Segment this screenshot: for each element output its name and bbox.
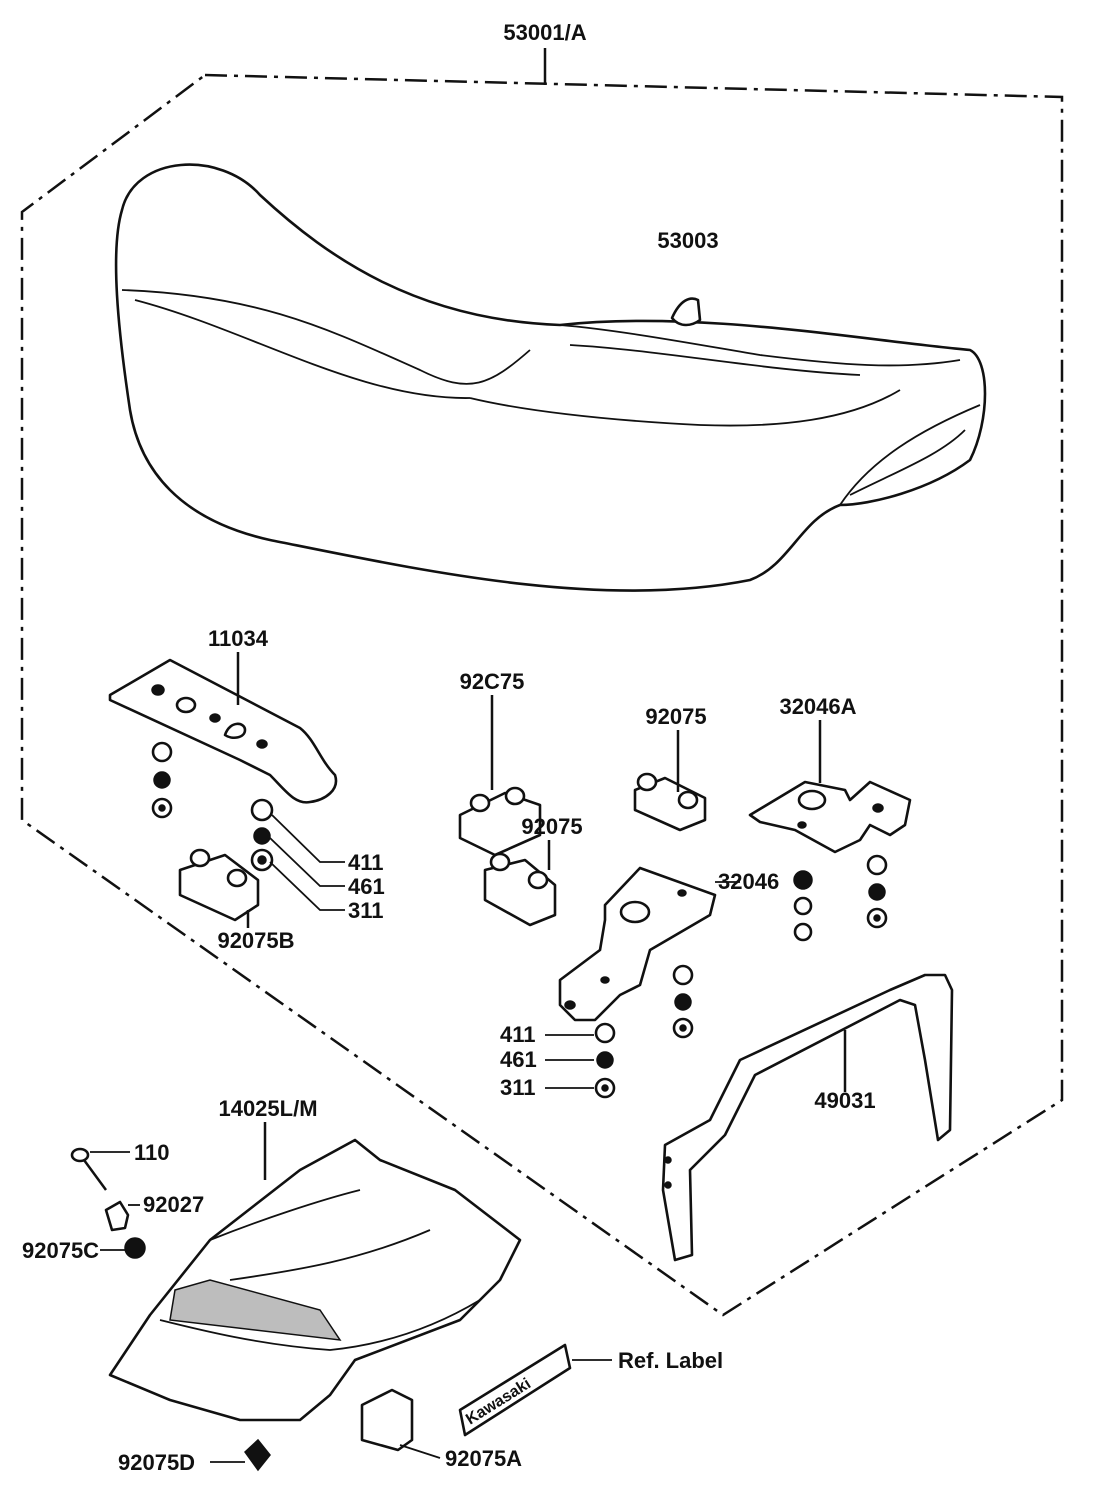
assembly-boundary: [20, 48, 1064, 1317]
label-311-upper: 311: [348, 898, 384, 923]
bracket-32046: [558, 866, 813, 1039]
label-411-upper: 411: [348, 850, 384, 875]
label-461-lower: 461: [500, 1047, 537, 1072]
damper-92c75: [458, 695, 542, 857]
label-32046a: 32046A: [779, 694, 856, 719]
hardware-stack-lower: [545, 1022, 616, 1099]
seat-cover: [114, 163, 987, 592]
strap-49031: [661, 973, 954, 1262]
label-53003: 53003: [657, 228, 718, 253]
label-461-upper: 461: [348, 874, 385, 899]
tail-cover-14025: [108, 1122, 522, 1422]
label-92075-right: 92075: [645, 704, 706, 729]
label-92c75: 92C75: [460, 669, 525, 694]
label-53001a: 53001/A: [503, 20, 586, 45]
damper-92075-center: [483, 840, 557, 927]
damper-92075c: [100, 1237, 146, 1259]
label-92075d: 92075D: [118, 1450, 195, 1475]
label-92075b: 92075B: [217, 928, 294, 953]
damper-92075b: [178, 848, 260, 928]
damper-92075-right: [633, 730, 707, 832]
label-92027: 92027: [143, 1192, 204, 1217]
bracket-32046a: [748, 720, 912, 929]
label-11034: 11034: [208, 626, 269, 651]
bracket-11034: [108, 652, 338, 819]
label-92075c: 92075C: [22, 1238, 99, 1263]
damper-92075d: [210, 1438, 271, 1472]
label-110: 110: [134, 1140, 170, 1165]
label-92075a: 92075A: [445, 1446, 522, 1471]
label-92075-center: 92075: [521, 814, 582, 839]
label-32046: 32046: [718, 869, 779, 894]
collar-92027: [104, 1200, 140, 1232]
damper-92075a: [360, 1388, 441, 1459]
label-14025: 14025L/M: [218, 1096, 317, 1121]
hardware-stack-upper: [250, 798, 345, 911]
label-311-lower: 311: [500, 1075, 536, 1100]
label-49031: 49031: [814, 1088, 875, 1113]
bolt-110: [70, 1147, 130, 1191]
emblem-label: [458, 1343, 612, 1437]
label-411-lower: 411: [500, 1022, 536, 1047]
label-ref-label: Ref. Label: [618, 1348, 723, 1373]
